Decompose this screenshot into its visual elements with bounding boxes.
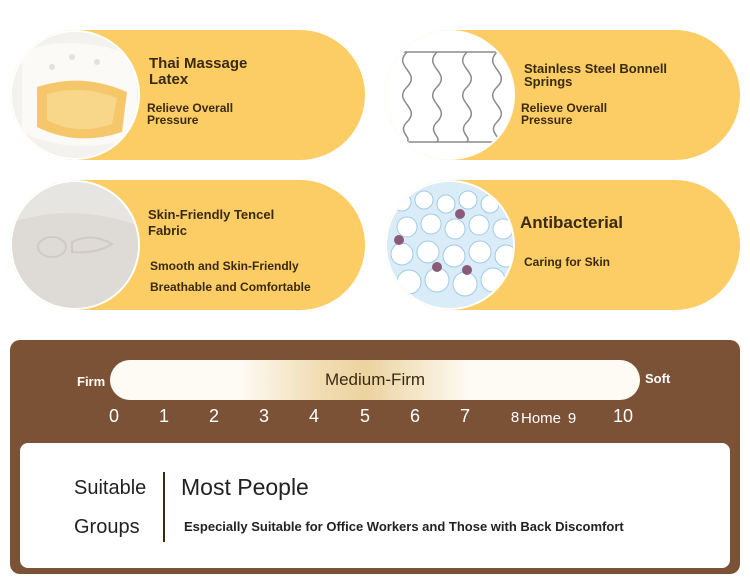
scale-tick: 8 bbox=[510, 409, 520, 426]
brand-label: Home bbox=[521, 410, 562, 427]
feature-title: Stainless Steel Bonnell Springs bbox=[524, 61, 668, 89]
feature-subtitle: Relieve Overall Pressure bbox=[521, 101, 608, 127]
suitable-description: Especially Suitable for Office Workers a… bbox=[184, 519, 624, 534]
scale-tick: 5 bbox=[359, 406, 370, 426]
feature-title: Antibacterial bbox=[520, 213, 623, 232]
divider bbox=[163, 472, 165, 542]
firmness-scale-bar: Medium-Firm bbox=[110, 360, 640, 400]
feature-antibacterial: Antibacterial Caring for Skin bbox=[385, 180, 740, 310]
soft-label: Soft bbox=[645, 371, 671, 386]
firm-label: Firm bbox=[77, 374, 106, 389]
scale-tick: 3 bbox=[258, 406, 269, 426]
suitable-label: Suitable bbox=[74, 477, 147, 499]
antibacterial-image bbox=[385, 180, 515, 310]
scale-tick: 2 bbox=[208, 406, 219, 426]
scale-tick: 7 bbox=[459, 406, 470, 426]
groups-label: Groups bbox=[74, 516, 140, 538]
suitable-heading: Most People bbox=[181, 474, 309, 500]
scale-tick: 4 bbox=[308, 406, 319, 426]
scale-tick: 10 bbox=[613, 406, 634, 426]
scale-tick: 0 bbox=[108, 406, 119, 426]
firmness-highlight bbox=[240, 360, 470, 400]
feature-subtitle: Caring for Skin bbox=[524, 255, 611, 269]
scale-tick: 6 bbox=[409, 406, 420, 426]
feature-title: Skin-Friendly Tencel Fabric bbox=[148, 207, 275, 238]
feature-title: Thai Massage Latex bbox=[149, 55, 248, 88]
spring-coils-image bbox=[385, 30, 515, 160]
firmness-label: Medium-Firm bbox=[324, 370, 426, 389]
scale-tick: 1 bbox=[158, 406, 169, 426]
tencel-fabric-image bbox=[10, 180, 140, 310]
feature-springs: Stainless Steel Bonnell Springs Relieve … bbox=[385, 30, 740, 160]
suitable-groups-card bbox=[20, 443, 730, 568]
scale-tick: 9 bbox=[567, 410, 577, 427]
feature-subtitle: Smooth and Skin-Friendly Breathable and … bbox=[150, 259, 311, 294]
feature-tencel: Skin-Friendly Tencel Fabric Smooth and S… bbox=[10, 180, 365, 310]
latex-foam-image bbox=[10, 30, 140, 160]
feature-latex: Thai Massage Latex Relieve Overall Press… bbox=[10, 30, 365, 160]
feature-subtitle: Relieve Overall Pressure bbox=[147, 101, 234, 127]
